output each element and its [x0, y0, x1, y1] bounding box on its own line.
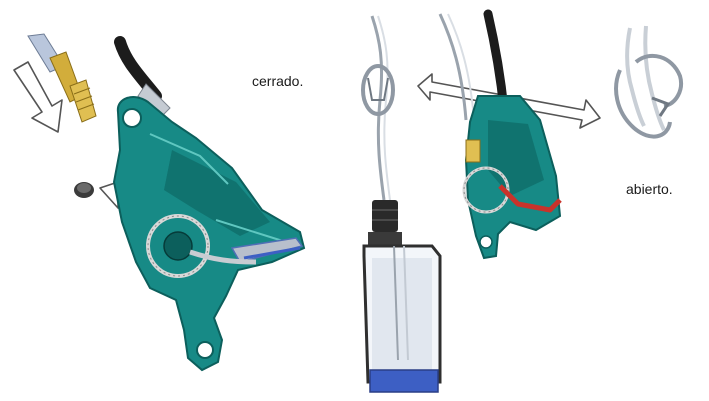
arrow-down-right-icon	[14, 62, 62, 132]
label-closed: cerrado.	[252, 73, 303, 89]
caliper-body	[114, 97, 304, 370]
right-caliper-assembly	[440, 14, 560, 258]
bleed-screw	[74, 182, 94, 198]
hose-fitting	[28, 34, 96, 122]
syringe-assembly	[363, 16, 440, 392]
label-open: abierto.	[626, 181, 673, 197]
clip-open	[616, 26, 681, 137]
